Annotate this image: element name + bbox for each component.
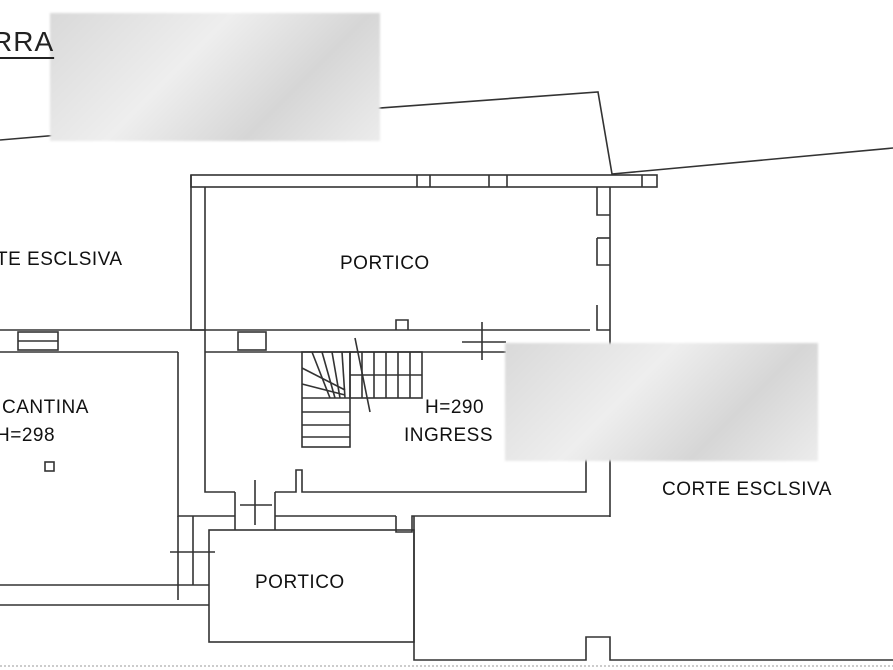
room-label-portico-bottom: PORTICO (255, 572, 345, 593)
room-label-cantina: CANTINA (2, 397, 89, 418)
room-label-ingresso-height: H=290 (425, 397, 485, 418)
room-label-corte-right: CORTE ESCLSIVA (662, 479, 832, 500)
room-label-ingresso: INGRESS (404, 425, 494, 446)
room-label-cantina-height: H=298 (0, 425, 56, 446)
room-label-corte-left: TE ESCLSIVA (0, 249, 123, 270)
page-title: RRA (0, 26, 55, 57)
blurred-watermark-right (505, 343, 818, 461)
room-label-portico-top: PORTICO (340, 253, 430, 274)
blurred-watermark-top (50, 13, 380, 141)
